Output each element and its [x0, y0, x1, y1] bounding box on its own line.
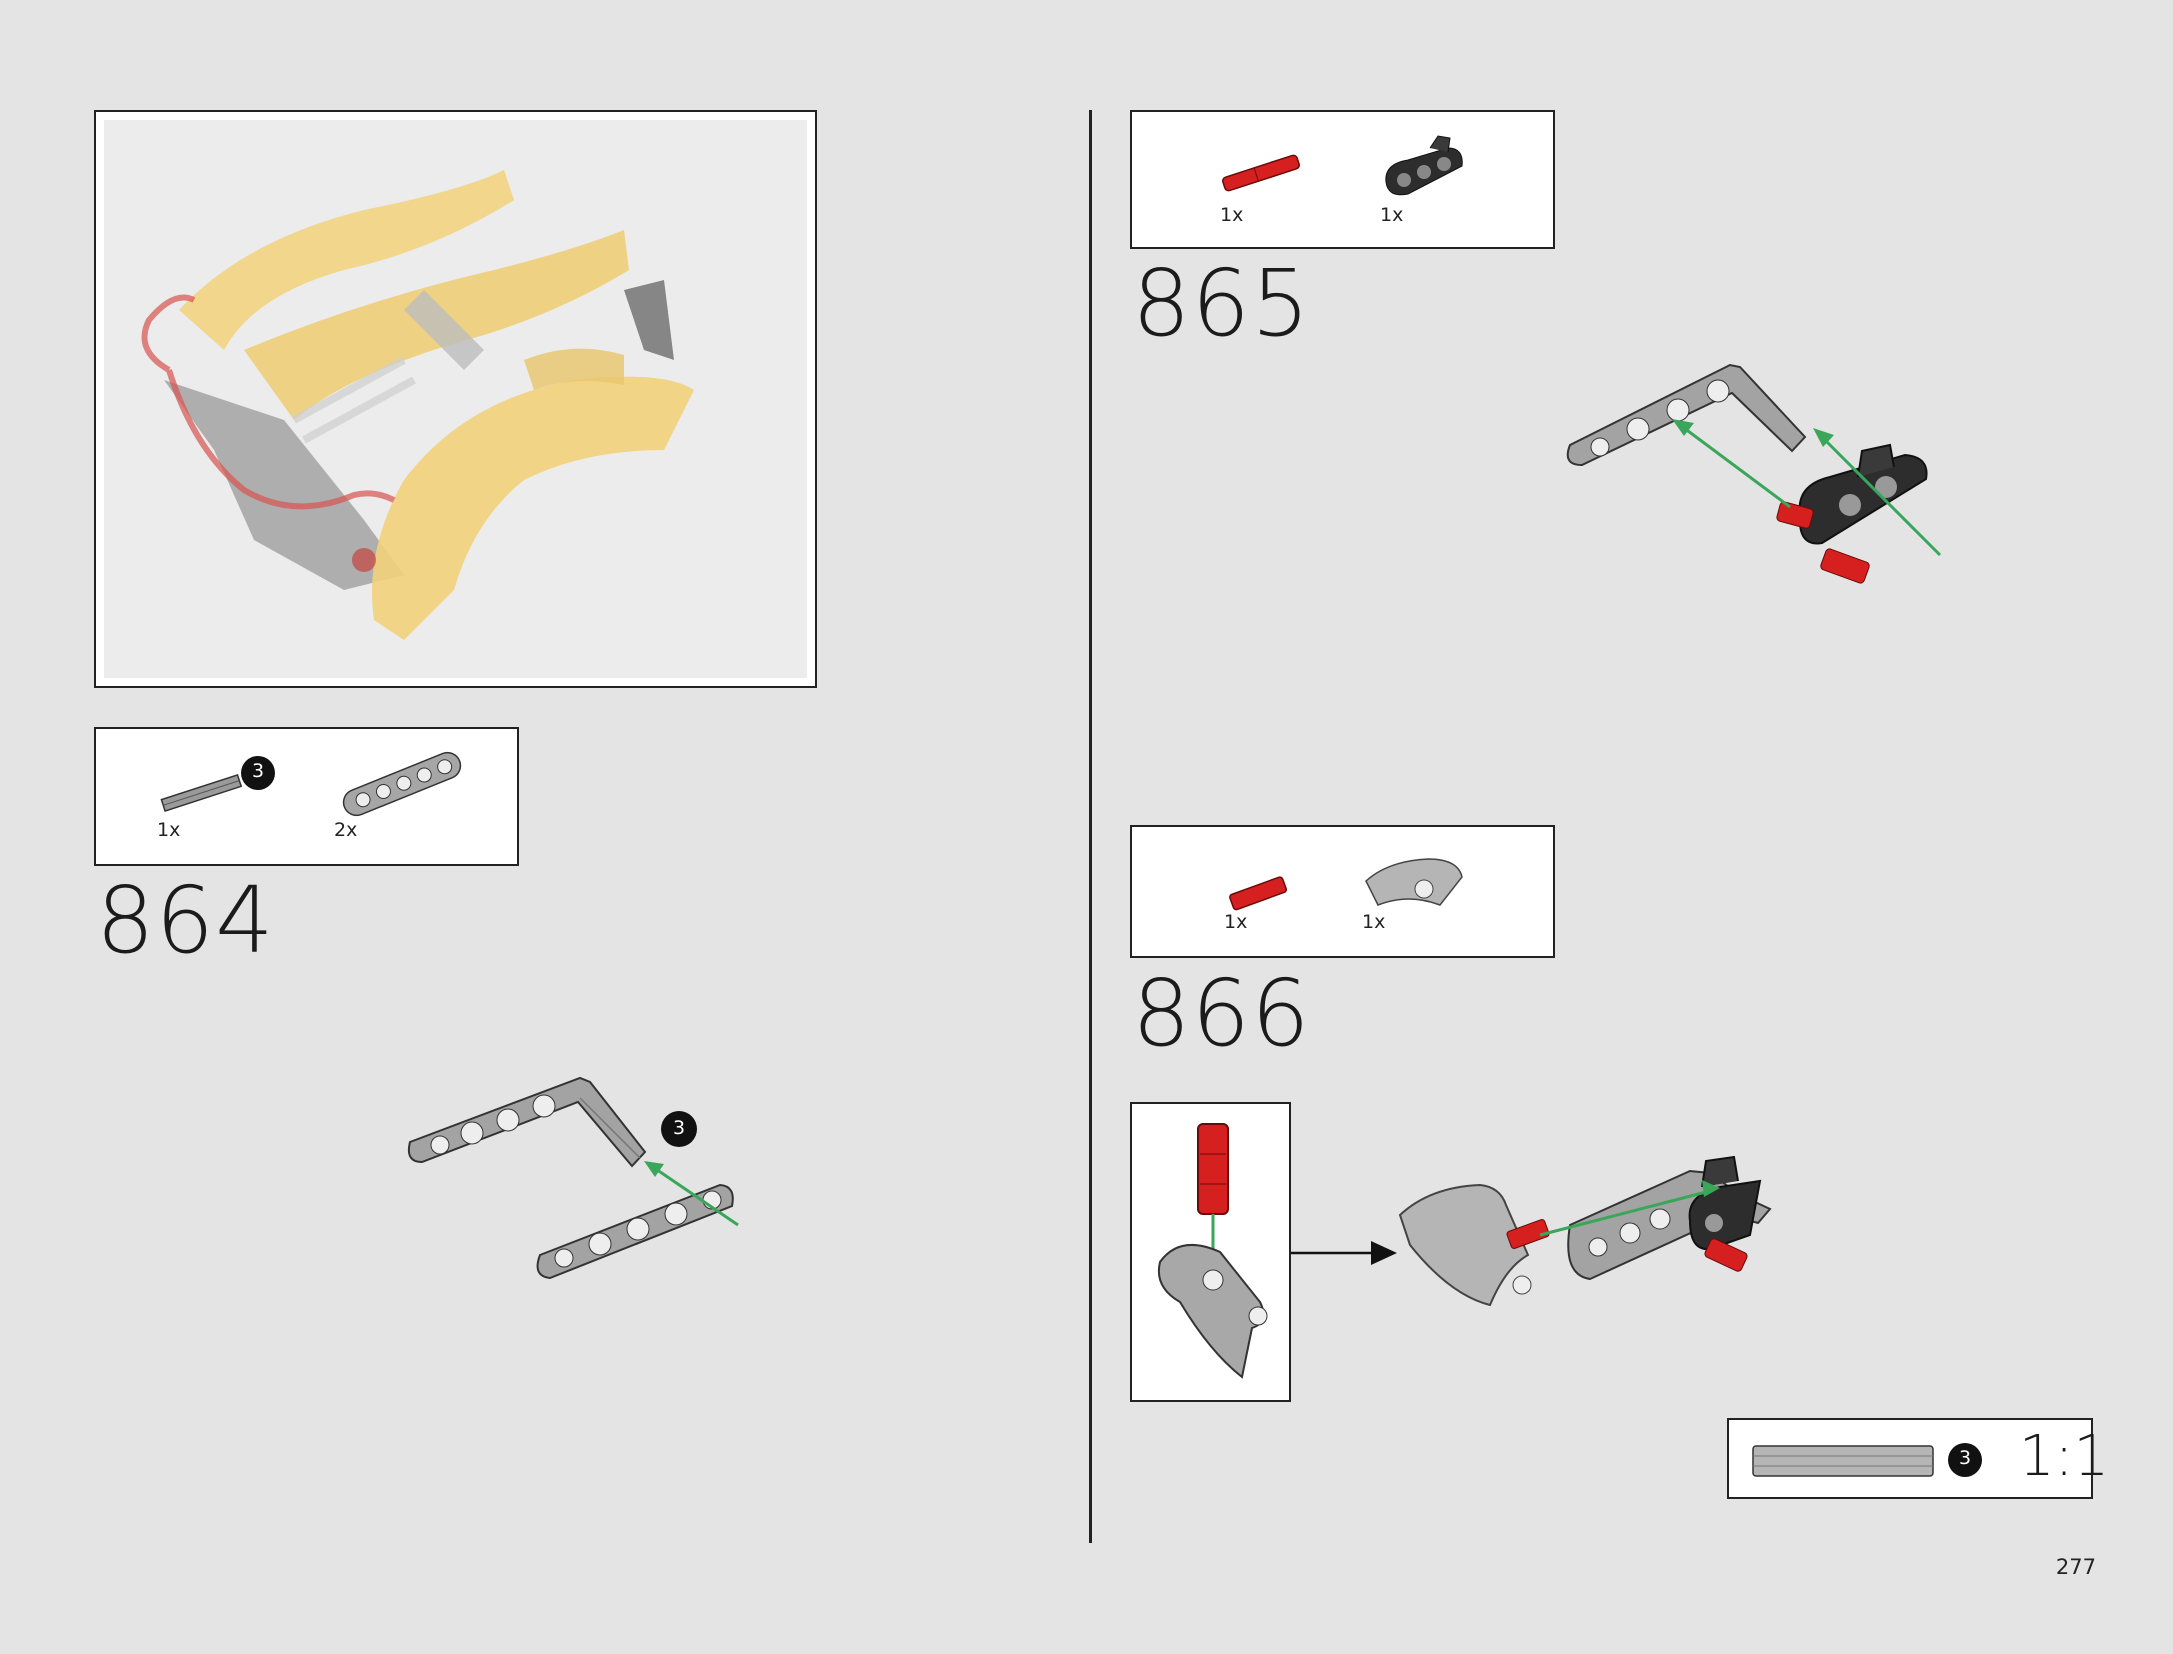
grey-panel-icon	[1365, 858, 1463, 906]
axle-3-scale-icon	[1752, 1445, 1934, 1477]
step-866-parts-box: 1x 1x	[1130, 825, 1555, 958]
model-overview-frame	[94, 110, 817, 688]
step-864-parts-box: 3 1x 2x	[94, 727, 519, 866]
scale-callout-number: 3	[1958, 1447, 1972, 1469]
model-overview-inner	[104, 120, 807, 678]
step-864-callout-number: 3	[672, 1117, 686, 1139]
step-866-part-2-qty: 1x	[1362, 911, 1386, 933]
step-866-number: 866	[1132, 960, 1311, 1067]
page-divider	[1089, 110, 1092, 1543]
red-axle-2-icon	[1229, 876, 1288, 911]
step-864-part-callout-number: 3	[251, 760, 265, 782]
step-866-assembly-image	[1398, 1155, 1772, 1307]
beam-5-icon	[342, 751, 462, 817]
step-866-part-1-qty: 1x	[1224, 911, 1248, 933]
step-865-number: 865	[1132, 250, 1311, 357]
step-864-number: 864	[96, 867, 275, 974]
step-865-parts-box: 1x 1x	[1130, 110, 1555, 249]
scale-box: 3 1:1	[1727, 1418, 2109, 1499]
red-axle-pin-icon	[1222, 154, 1300, 192]
model-overview-image	[141, 170, 694, 640]
step-865-part-1-qty: 1x	[1220, 204, 1244, 226]
black-connector-icon	[1385, 135, 1463, 196]
subassembly-image	[1158, 1123, 1268, 1379]
scale-callout-icon	[1948, 1443, 1982, 1477]
step-865-part-2-qty: 1x	[1380, 204, 1404, 226]
step-865-assembly-image	[1566, 363, 1942, 584]
axle-3-icon	[160, 773, 243, 812]
subassembly-arrow-icon	[1291, 1241, 1397, 1265]
step-866-subassembly-box	[1130, 1102, 1291, 1402]
page-number: 277	[2055, 1555, 2096, 1579]
step-864-assembly-image	[407, 1076, 739, 1280]
step-864-part-2-qty: 2x	[334, 819, 358, 841]
scale-label: 1:1	[2019, 1424, 2110, 1489]
step-864-part-1-qty: 1x	[157, 819, 181, 841]
step-864-part-callout-icon	[241, 756, 275, 790]
